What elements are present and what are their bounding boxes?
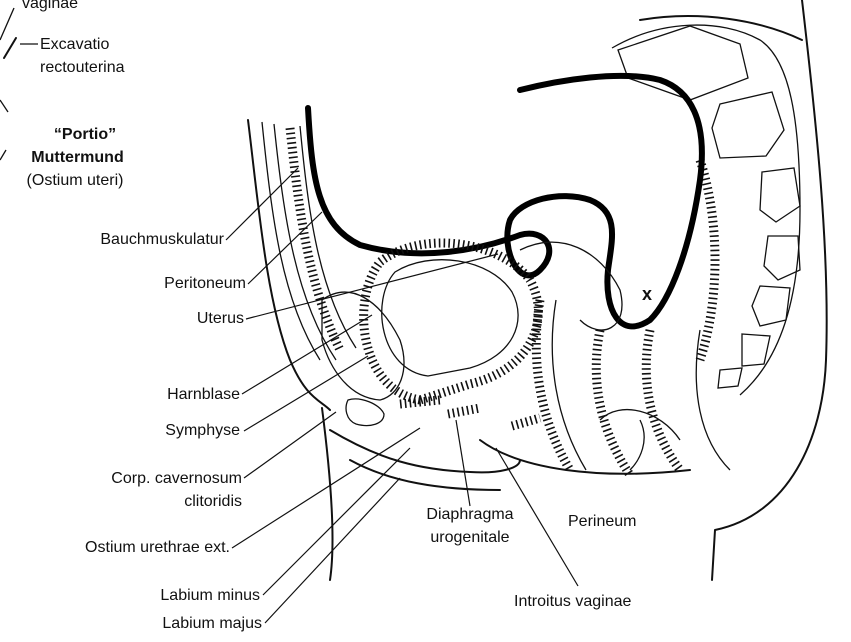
- body-outline-front: [248, 120, 330, 410]
- label-labium-minus: Labium minus: [0, 586, 260, 605]
- label-bauchmuskulatur: Bauchmuskulatur: [0, 230, 224, 249]
- label-diaphragma-line2: urogenitale: [400, 528, 540, 547]
- label-excavatio-line2: rectouterina: [40, 58, 125, 77]
- label-perineum: Perineum: [568, 512, 636, 531]
- label-labium-majus: Labium majus: [0, 614, 262, 633]
- label-corp-cavernosum-line2: clitoridis: [0, 492, 242, 511]
- label-excavatio-line1: Excavatio: [40, 35, 109, 54]
- label-uterus: Uterus: [0, 309, 244, 328]
- label-vaginae: vaginae: [22, 0, 78, 13]
- label-diaphragma-line1: Diaphragma: [400, 505, 540, 524]
- label-muttermund: Muttermund: [0, 148, 155, 167]
- label-x-marker: x: [642, 285, 652, 304]
- sacrum-outline: [612, 25, 800, 395]
- body-outline-back: [712, 0, 827, 580]
- label-introitus-vaginae: Introitus vaginae: [514, 592, 631, 611]
- label-ostium-uteri: (Ostium uteri): [0, 171, 150, 190]
- label-peritoneum: Peritoneum: [0, 274, 246, 293]
- label-ostium-urethrae: Ostium urethrae ext.: [0, 538, 230, 557]
- label-harnblase: Harnblase: [0, 385, 240, 404]
- label-portio: “Portio”: [20, 125, 150, 144]
- body-outline-thigh: [322, 408, 332, 580]
- label-corp-cavernosum-line1: Corp. cavernosum: [0, 469, 242, 488]
- label-symphyse: Symphyse: [0, 421, 240, 440]
